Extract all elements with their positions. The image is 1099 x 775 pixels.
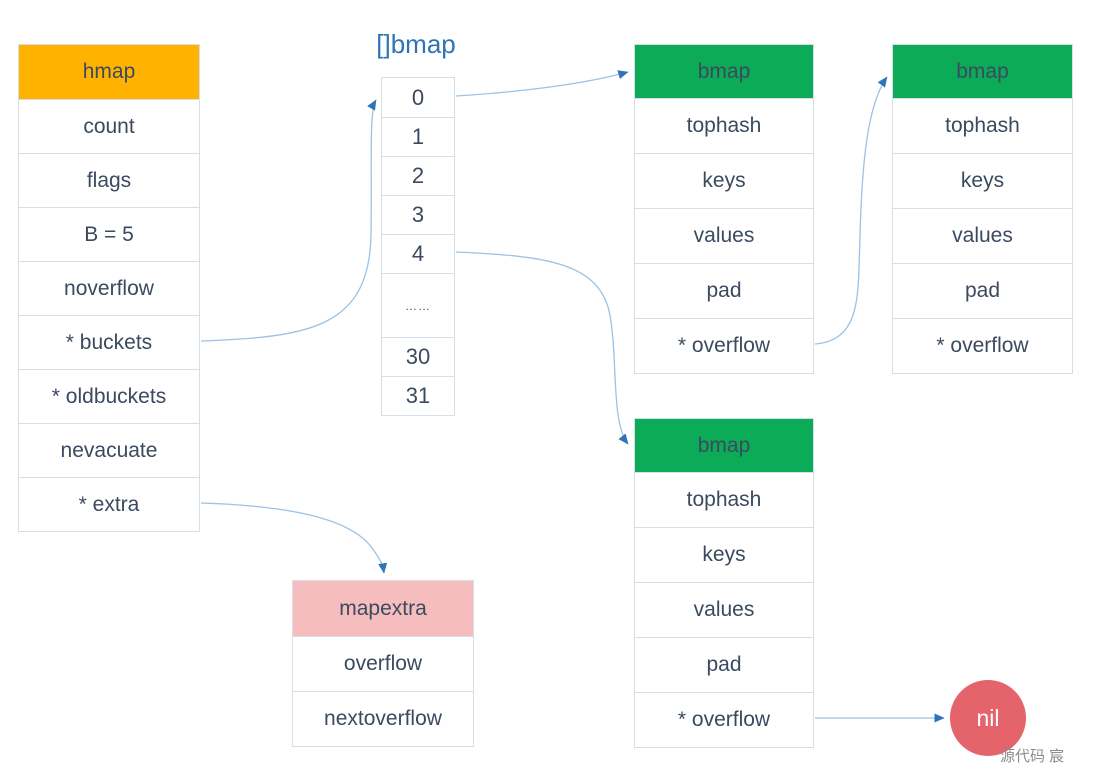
watermark-text: 源代码 宸 xyxy=(1000,748,1065,765)
hmap-field-flags: flags xyxy=(19,153,199,207)
mapextra-header: mapextra xyxy=(293,581,473,636)
bmap3-field-pad: pad xyxy=(635,637,813,692)
hmap-field-count: count xyxy=(19,99,199,153)
bucket-array-title: []bmap xyxy=(376,29,456,59)
bucket-cell-0: 0 xyxy=(382,78,454,117)
bmap-struct-top-right: bmap tophash keys values pad * overflow xyxy=(892,44,1073,374)
bmap2-field-values: values xyxy=(893,208,1072,263)
bmap2-field-overflow: * overflow xyxy=(893,318,1072,373)
bmap3-field-values: values xyxy=(635,582,813,637)
bmap1-field-values: values xyxy=(635,208,813,263)
mapextra-field-overflow: overflow xyxy=(293,636,473,691)
bmap2-field-tophash: tophash xyxy=(893,98,1072,153)
arrow-array0-to-bmap1 xyxy=(455,70,629,97)
hmap-field-b: B = 5 xyxy=(19,207,199,261)
bucket-array: 0 1 2 3 4 …… 30 31 xyxy=(381,77,455,416)
bmap3-field-keys: keys xyxy=(635,527,813,582)
bucket-cell-2: 2 xyxy=(382,156,454,195)
bmap1-field-overflow: * overflow xyxy=(635,318,813,373)
bucket-cell-4: 4 xyxy=(382,234,454,273)
hmap-field-oldbuckets: * oldbuckets xyxy=(19,369,199,423)
nil-label: nil xyxy=(976,704,1000,731)
bmap2-field-keys: keys xyxy=(893,153,1072,208)
arrow-buckets-to-array0 xyxy=(200,99,377,342)
mapextra-field-nextoverflow: nextoverflow xyxy=(293,691,473,746)
bmap-struct-bottom: bmap tophash keys values pad * overflow xyxy=(634,418,814,748)
bmap1-field-keys: keys xyxy=(635,153,813,208)
hmap-field-noverflow: noverflow xyxy=(19,261,199,315)
hmap-field-extra: * extra xyxy=(19,477,199,531)
mapextra-struct-table: mapextra overflow nextoverflow xyxy=(292,580,474,747)
bucket-cell-3: 3 xyxy=(382,195,454,234)
arrow-array4-to-bmap3 xyxy=(455,251,629,445)
bmap1-field-tophash: tophash xyxy=(635,98,813,153)
bucket-cell-ellipsis: …… xyxy=(382,273,454,337)
bmap2-header: bmap xyxy=(893,45,1072,98)
hmap-header: hmap xyxy=(19,45,199,99)
arrow-extra-to-mapextra xyxy=(200,502,388,574)
bucket-cell-30: 30 xyxy=(382,337,454,376)
bucket-cell-31: 31 xyxy=(382,376,454,415)
bmap1-header: bmap xyxy=(635,45,813,98)
hmap-field-buckets: * buckets xyxy=(19,315,199,369)
bucket-cell-1: 1 xyxy=(382,117,454,156)
nil-pointer-circle: nil xyxy=(950,680,1026,756)
bmap-struct-top-left: bmap tophash keys values pad * overflow xyxy=(634,44,814,374)
bmap1-field-pad: pad xyxy=(635,263,813,318)
hmap-field-nevacuate: nevacuate xyxy=(19,423,199,477)
arrow-bmap1-overflow-to-bmap2 xyxy=(814,76,888,345)
bmap3-header: bmap xyxy=(635,419,813,472)
bmap2-field-pad: pad xyxy=(893,263,1072,318)
hmap-struct-table: hmap count flags B = 5 noverflow * bucke… xyxy=(18,44,200,532)
bmap3-field-tophash: tophash xyxy=(635,472,813,527)
bmap3-field-overflow: * overflow xyxy=(635,692,813,747)
